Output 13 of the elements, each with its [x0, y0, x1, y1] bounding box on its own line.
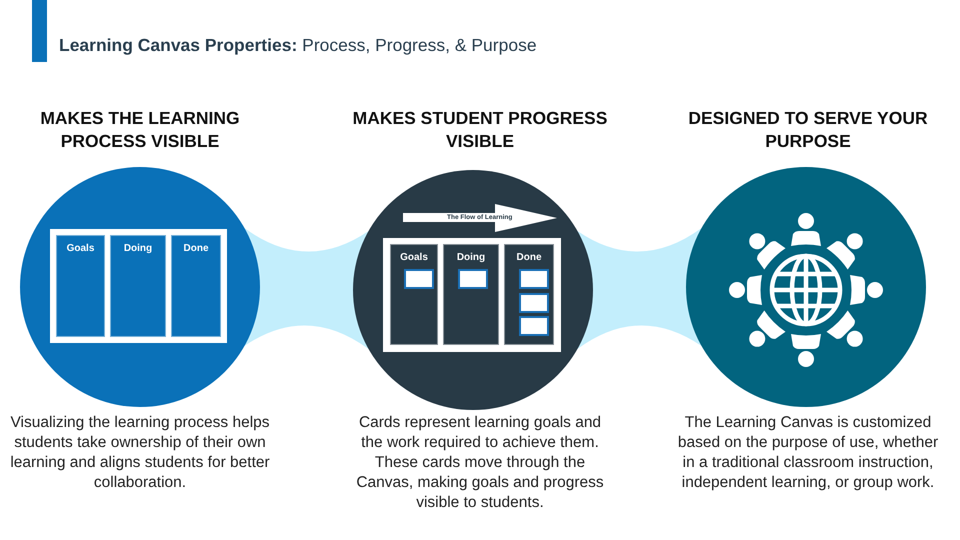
board-column: Done	[504, 244, 554, 345]
description-text: Cards represent learning goals and the work required to achieve them. These cards move through the Canvas, making goals and progress visible to students.	[355, 413, 605, 513]
board-column: Goals	[56, 235, 105, 337]
slide-title: Learning Canvas Properties: Process, Progress, & Purpose	[59, 35, 537, 56]
column-heading: MAKES THE LEARNING PROCESS VISIBLE	[39, 107, 241, 153]
description-text: Visualizing the learning process helps students take ownership of their own learning and aligns students for better collaboration.	[9, 413, 271, 493]
column-heading: MAKES STUDENT PROGRESS VISIBLE	[352, 107, 608, 153]
description-text: The Learning Canvas is customized based on the purpose of use, whether in a traditional classroom instruction, independent learning, or group work.	[677, 413, 939, 493]
board-column: Doing	[110, 235, 166, 337]
board-column: Doing	[443, 244, 499, 345]
board-column: Goals	[390, 244, 438, 345]
board-column: Done	[171, 235, 221, 337]
column-heading: DESIGNED TO SERVE YOUR PURPOSE	[687, 107, 929, 153]
